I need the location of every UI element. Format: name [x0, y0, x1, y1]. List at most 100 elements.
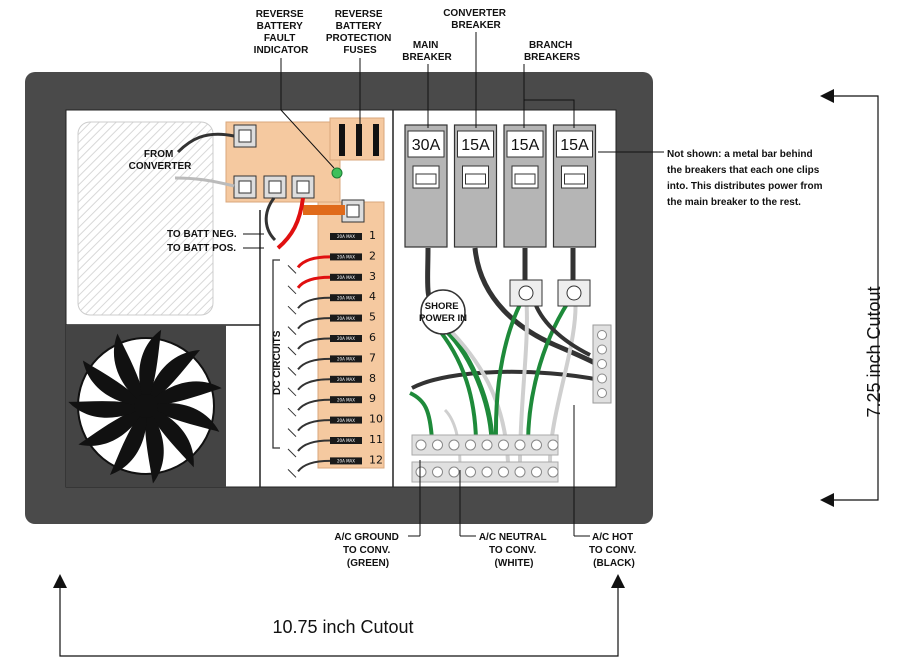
wire-cut-mark [287, 367, 297, 376]
terminal-screw [597, 344, 607, 355]
fan-blade [109, 406, 147, 475]
breaker-rating-plate [506, 130, 544, 158]
fuse-rating-text: 20A MAX [337, 336, 355, 341]
dc-circuits-bracket [272, 259, 280, 449]
fuse-number: 3 [369, 270, 376, 283]
fan-blade [78, 406, 146, 446]
breaker-rating: 15A [461, 137, 490, 154]
dc-circuit-wire [297, 459, 331, 473]
batt-neg-label: TO BATT NEG. [167, 229, 237, 240]
breaker-rating-plate [407, 130, 445, 158]
fuse-number: 9 [369, 392, 376, 405]
wire-cut-mark [287, 326, 297, 335]
neutral-bus-screw [481, 466, 493, 478]
fuse-rating-text: 20A MAX [337, 316, 355, 321]
height-arrow-top [820, 89, 834, 103]
neutral-bus-screw [415, 466, 427, 478]
fuse-rating-text: 20A MAX [337, 357, 355, 362]
wire-cut-mark [287, 387, 297, 397]
shore-power-label: SHORE POWER IN [419, 301, 467, 324]
wire-cut-mark [287, 265, 297, 274]
ground-bus-screw [415, 439, 427, 451]
fuse-number: 5 [369, 311, 376, 324]
fuse-rating-text: 20A MAX [337, 459, 355, 464]
height-dimension-label: 7.25 inch Cutout [864, 286, 884, 417]
fuse-number: 10 [369, 413, 383, 426]
ground-bus-screw [547, 439, 559, 451]
converter-breaker-label: CONVERTER BREAKER [443, 8, 509, 31]
branch-breakers-label: BRANCH BREAKERS [524, 40, 580, 63]
wire-cut-mark [287, 407, 297, 417]
terminal-screw [597, 373, 607, 384]
fan-blade [146, 406, 194, 468]
dc-circuits-label: DC CIRCUITS [272, 330, 283, 395]
dc-circuit-wire [297, 419, 331, 432]
converter-wire-white [174, 176, 235, 188]
breaker-toggle[interactable] [564, 173, 585, 185]
reverse-fault-label: REVERSE BATTERY FAULT INDICATOR [254, 9, 309, 56]
fuse-number: 7 [369, 351, 376, 364]
fault-indicator-led [331, 167, 343, 179]
dc-circuit-wire [297, 378, 331, 391]
ground-bus-screw [481, 439, 493, 451]
neutral-bus-screw [448, 466, 460, 478]
fuse-rating-text: 20A MAX [337, 418, 355, 423]
dc-fuse [330, 273, 362, 281]
from-converter-label: FROM CONVERTER [129, 149, 193, 172]
breaker-lugs [509, 279, 591, 307]
batt-pos-wire [276, 197, 305, 250]
ac-neutral-label: A/C NEUTRAL TO CONV. (WHITE) [479, 532, 549, 569]
fan-blade [82, 360, 146, 406]
neutral-bus-screw [432, 466, 443, 478]
breaker-rating: 15A [560, 137, 589, 154]
fuse-rating-text: 20A MAX [337, 255, 355, 260]
fan-blade [144, 406, 164, 484]
terminal-screw [597, 388, 607, 398]
ground-bus-screw [465, 439, 476, 451]
fuse-rating-text: 20A MAX [337, 397, 355, 402]
neutral-bus-screw [531, 466, 542, 478]
fuse-number: 8 [369, 372, 376, 385]
leader-lines [243, 32, 664, 537]
dc-circuit-wire [297, 337, 331, 350]
wire-cut-mark [287, 428, 297, 437]
height-dimension [832, 95, 879, 501]
dc-fuse [330, 253, 362, 261]
breaker-toggle[interactable] [514, 173, 536, 185]
width-arrow-right [611, 574, 625, 588]
neutral-bus-screw [514, 466, 526, 478]
dc-fuse [330, 233, 362, 240]
ac-hot-label: A/C HOT TO CONV. (BLACK) [589, 532, 639, 569]
width-arrow-left [53, 574, 67, 588]
reverse-protection-fuses [339, 124, 379, 156]
dc-fuse [330, 437, 362, 444]
breaker-toggle[interactable] [465, 173, 486, 185]
bus-strap [303, 205, 345, 215]
fuse-rating-text: 20A MAX [337, 275, 355, 280]
converter-wire-black [176, 132, 235, 154]
breaker-toggle[interactable] [415, 173, 437, 185]
fuse-number: 11 [369, 433, 383, 446]
dc-fuse [330, 355, 362, 363]
fuse-number: 12 [369, 453, 383, 466]
neutral-terminal-strip [592, 324, 612, 404]
dc-fuse [330, 396, 362, 404]
neutral-bus-screw [547, 466, 559, 478]
dc-fuse [330, 335, 362, 342]
ac-ground-label: A/C GROUND TO CONV. (GREEN) [334, 532, 401, 569]
fuse-rating-text: 20A MAX [337, 438, 355, 443]
fan-blade [146, 350, 200, 406]
converter-area [77, 121, 214, 316]
dc-circuit-wire [296, 275, 331, 289]
wire-cut-mark [287, 469, 297, 478]
dc-fuse [330, 457, 362, 465]
neutral-bus-screw [465, 466, 476, 478]
width-dimension-label: 10.75 inch Cutout [272, 617, 413, 637]
ground-bus-screw [531, 439, 542, 451]
fuse-number: 2 [369, 249, 376, 262]
dc-fuse [330, 375, 362, 383]
dc-circuit-wire [296, 255, 331, 269]
wire-cut-mark [287, 346, 297, 356]
breaker-rating-plate [556, 130, 593, 158]
